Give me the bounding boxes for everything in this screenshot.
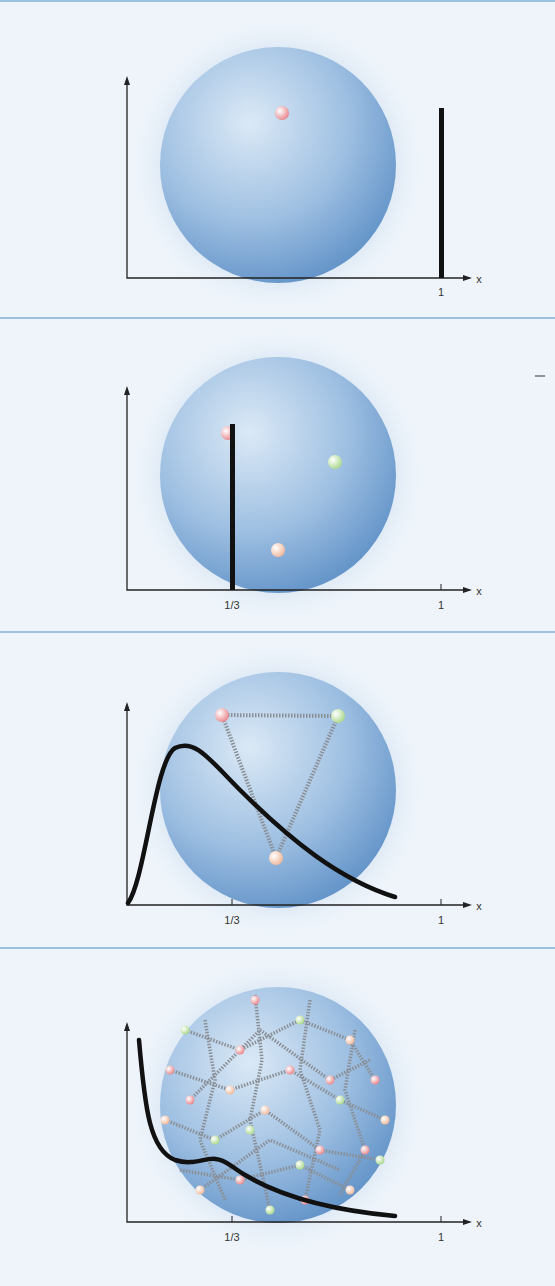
axis-label: x [476,1217,482,1230]
proton-sphere [128,15,428,1255]
gluon-spring [165,995,385,1210]
axis-arrow [124,76,472,1225]
tick-label: 1 [438,286,444,299]
tick-label: 1 [438,1231,444,1244]
delta-peak [230,108,444,590]
axis-label: x [476,900,482,913]
tick-label: 1/3 [224,914,239,927]
axis-tick [232,584,441,1222]
quark [215,106,345,865]
distribution-curve [128,746,395,1216]
axis-label: x [476,585,482,598]
sea-quark [161,996,390,1215]
axis-label: x [476,273,482,286]
axis [127,82,466,1222]
tick-label: 1 [438,914,444,927]
tick-label: 1/3 [224,1231,239,1244]
tick-label: 1/3 [224,599,239,612]
panel-divider [0,1,555,948]
tick-label: 1 [438,599,444,612]
